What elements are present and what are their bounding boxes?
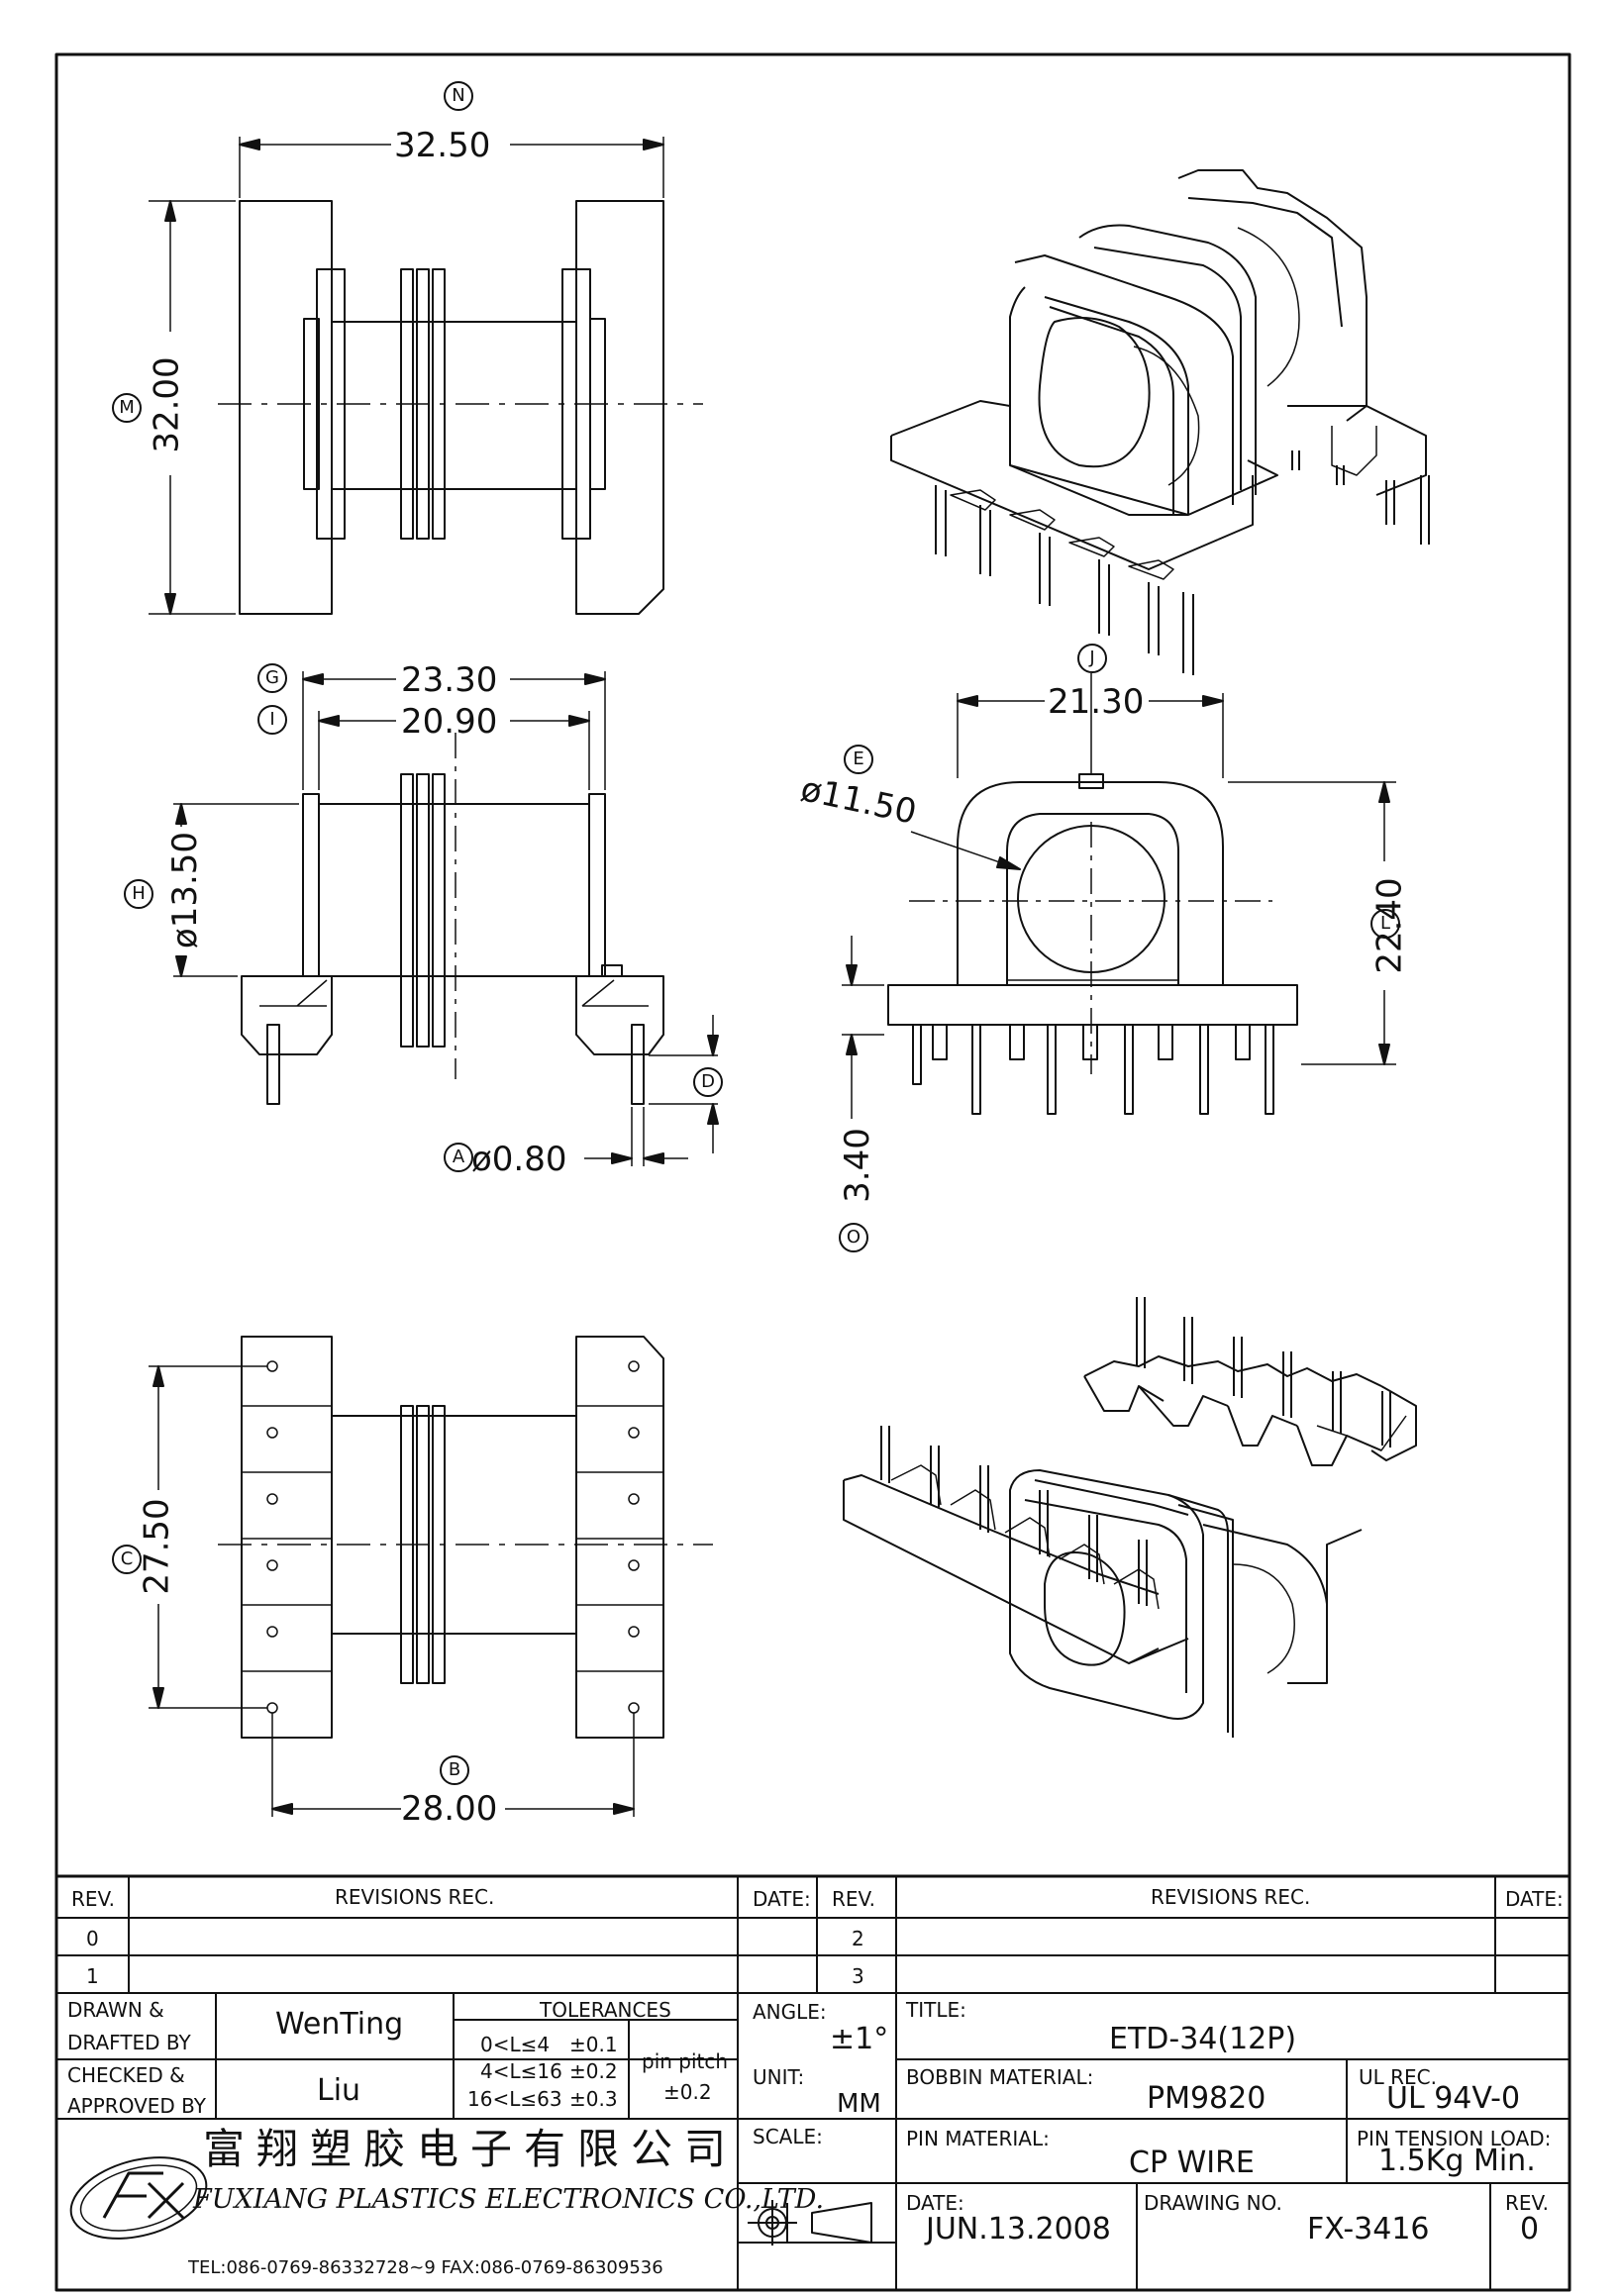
callout-J: J (1077, 644, 1107, 673)
isometric-view-top (890, 169, 1430, 675)
company-logo-icon (69, 2156, 208, 2240)
date-value: JUN.13.2008 (926, 2212, 1111, 2246)
dimension-N: 32.50 (394, 126, 491, 165)
callout-L: L (1370, 909, 1400, 939)
drawn-by-value: WenTing (275, 2007, 404, 2042)
sheet-border (54, 52, 1571, 2292)
dimension-M: 32.00 (147, 356, 187, 453)
isometric-view-bottom (843, 1297, 1417, 1738)
callout-B: B (440, 1755, 469, 1785)
title-value: ETD-34(12P) (1109, 2022, 1297, 2056)
date-header-right: DATE: (1505, 1887, 1564, 1911)
company-name-english: FUXIANG PLASTICS ELECTRONICS CO.,LTD. (193, 2184, 825, 2215)
dimension-C: 27.50 (137, 1498, 177, 1595)
ul-rec-value: UL 94V-0 (1386, 2081, 1521, 2116)
revisions-header-left: REVISIONS REC. (335, 1885, 495, 1909)
titleblock-grid (56, 1876, 1570, 2290)
ul-rec-label: UL REC. (1359, 2065, 1437, 2089)
pin-tension-value: 1.5Kg Min. (1378, 2144, 1536, 2178)
dimension-O: 3.40 (837, 1128, 877, 1203)
tolerance-1-value: ±0.1 (569, 2033, 618, 2056)
revisions-header-right: REVISIONS REC. (1151, 1885, 1311, 1909)
callout-E: E (844, 745, 873, 774)
callout-M: M (112, 393, 142, 423)
checked-label-line1: CHECKED & (67, 2063, 185, 2087)
dimension-I: 20.90 (401, 702, 498, 742)
drawing-no-label: DRAWING NO. (1144, 2191, 1282, 2215)
callout-A: A (444, 1143, 473, 1172)
rev-label: REV. (1505, 2191, 1549, 2215)
dimension-H: ø13.50 (165, 831, 206, 949)
drawn-label-line1: DRAWN & (67, 1998, 164, 2022)
callout-H: H (124, 879, 153, 909)
callout-C: C (112, 1545, 142, 1574)
scale-label: SCALE: (753, 2125, 823, 2148)
angle-label: ANGLE: (753, 2000, 827, 2024)
rev-row-3: 3 (852, 1964, 864, 1988)
tolerance-3-range: 16<L≤63 (467, 2087, 562, 2111)
checked-label-line2: APPROVED BY (67, 2094, 207, 2118)
callout-G: G (257, 663, 287, 693)
checked-by-value: Liu (317, 2073, 361, 2108)
dimension-G: 23.30 (401, 660, 498, 700)
tolerance-1-range: 0<L≤4 (480, 2033, 551, 2056)
pin-pitch-label: pin pitch (642, 2049, 729, 2073)
bobbin-material-value: PM9820 (1147, 2081, 1266, 2116)
callout-O: O (839, 1223, 868, 1252)
pin-material-label: PIN MATERIAL: (906, 2127, 1050, 2150)
bobbin-material-label: BOBBIN MATERIAL: (906, 2065, 1094, 2089)
top-view (149, 137, 703, 615)
front-view (173, 671, 719, 1166)
tolerance-2-range: 4<L≤16 (480, 2059, 562, 2083)
pin-pitch-value: ±0.2 (663, 2080, 712, 2104)
unit-label: UNIT: (753, 2065, 805, 2089)
dimension-B: 28.00 (401, 1789, 498, 1829)
angle-value: ±1° (830, 2022, 889, 2056)
drawing-no-value: FX-3416 (1307, 2212, 1430, 2246)
rev-row-0: 0 (86, 1927, 99, 1950)
tolerance-2-value: ±0.2 (569, 2059, 618, 2083)
company-contact: TEL:086-0769-86332728~9 FAX:086-0769-863… (188, 2257, 663, 2278)
callout-N: N (444, 81, 473, 111)
rev-value: 0 (1520, 2212, 1540, 2246)
rev-row-2: 2 (852, 1927, 864, 1950)
drawn-label-line2: DRAFTED BY (67, 2031, 191, 2054)
bottom-view (149, 1336, 713, 1817)
projection-symbol-icon (748, 2200, 872, 2246)
pin-material-value: CP WIRE (1129, 2146, 1255, 2180)
callout-D: D (693, 1067, 723, 1097)
title-label: TITLE: (906, 1998, 966, 2022)
rev-header-right: REV. (832, 1887, 875, 1911)
callout-I: I (257, 705, 287, 735)
unit-value: MM (837, 2089, 881, 2119)
rev-header-left: REV. (71, 1887, 115, 1911)
date-header-left: DATE: (753, 1887, 811, 1911)
rev-row-1: 1 (86, 1964, 99, 1988)
pin-tension-label: PIN TENSION LOAD: (1357, 2127, 1552, 2150)
side-view (842, 673, 1396, 1119)
tolerances-label: TOLERANCES (540, 1998, 671, 2022)
company-name-chinese: 富翔塑胶电子有限公司 (203, 2125, 739, 2173)
dimension-A: ø0.80 (471, 1140, 567, 1179)
dimension-J: 21.30 (1048, 682, 1145, 722)
tolerance-3-value: ±0.3 (569, 2087, 618, 2111)
date-label: DATE: (906, 2191, 964, 2215)
dimension-L: 22.40 (1369, 877, 1410, 974)
